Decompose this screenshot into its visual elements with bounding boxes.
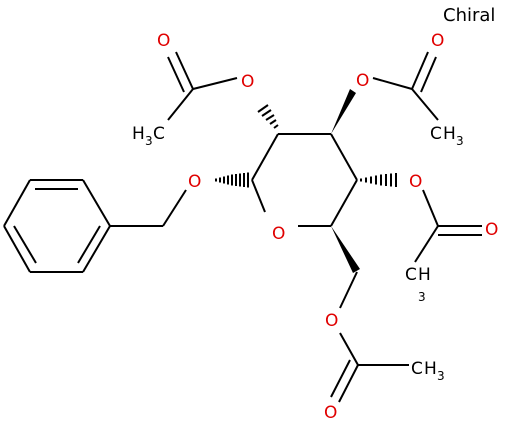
- benzene-ring: [3, 179, 111, 273]
- c2-o-carbonyl-bond: [192, 77, 238, 90]
- c3-carbonyl-methyl-bond: [411, 88, 439, 121]
- c3-carbonyl-oxygen: O: [431, 31, 444, 51]
- c4-o-carbonyl-bond: [422, 189, 439, 227]
- svg-text:3: 3: [418, 290, 426, 304]
- svg-text:3: 3: [145, 134, 153, 148]
- svg-text:C: C: [153, 124, 165, 144]
- hashed-bond-c4-o: [360, 173, 397, 187]
- svg-text:H: H: [418, 265, 431, 285]
- hashed-bond-c2-o: [257, 104, 279, 129]
- c4-carbonyl-methyl-bond: [414, 225, 439, 263]
- ring-oxygen: O: [272, 224, 285, 244]
- c6-methyl-label: C H 3: [411, 359, 445, 383]
- c2-carbonyl-oxygen: O: [157, 31, 170, 51]
- c3-methyl-label: C H 3: [430, 124, 464, 148]
- svg-text:C: C: [411, 359, 423, 379]
- chiral-label: Chiral: [443, 5, 495, 26]
- hashed-bond-c1-o: [215, 172, 249, 188]
- svg-text:C: C: [430, 124, 442, 144]
- svg-text:3: 3: [437, 369, 445, 383]
- c4-ester-oxygen: O: [409, 172, 422, 192]
- c4-methyl-label: C H 3: [405, 265, 431, 304]
- c6-o-bond: [339, 271, 358, 309]
- svg-text:H: H: [424, 359, 437, 379]
- c6-o-carbonyl-bond: [339, 332, 359, 366]
- c6-ester-oxygen: O: [325, 311, 338, 331]
- pyranose-ring: [251, 133, 358, 227]
- wedge-bond-c3-o: [331, 89, 356, 134]
- svg-text:3: 3: [456, 134, 464, 148]
- wedge-bond-c5-c6: [331, 226, 360, 273]
- svg-text:C: C: [405, 265, 417, 285]
- benzyl-ch2-o-bond: [162, 189, 187, 227]
- c6-carbonyl-oxygen: O: [324, 403, 337, 423]
- c2-carbonyl-methyl-bond: [167, 88, 194, 121]
- c3-ester-oxygen: O: [356, 71, 369, 91]
- c3-o-carbonyl-bond: [372, 77, 413, 90]
- anomeric-ether-oxygen: O: [188, 172, 201, 192]
- c4-carbonyl-oxygen: O: [485, 220, 498, 240]
- c2-methyl-label: H 3 C: [132, 124, 165, 148]
- svg-text:H: H: [132, 124, 145, 144]
- svg-text:H: H: [443, 124, 456, 144]
- c2-ester-oxygen: O: [241, 72, 254, 92]
